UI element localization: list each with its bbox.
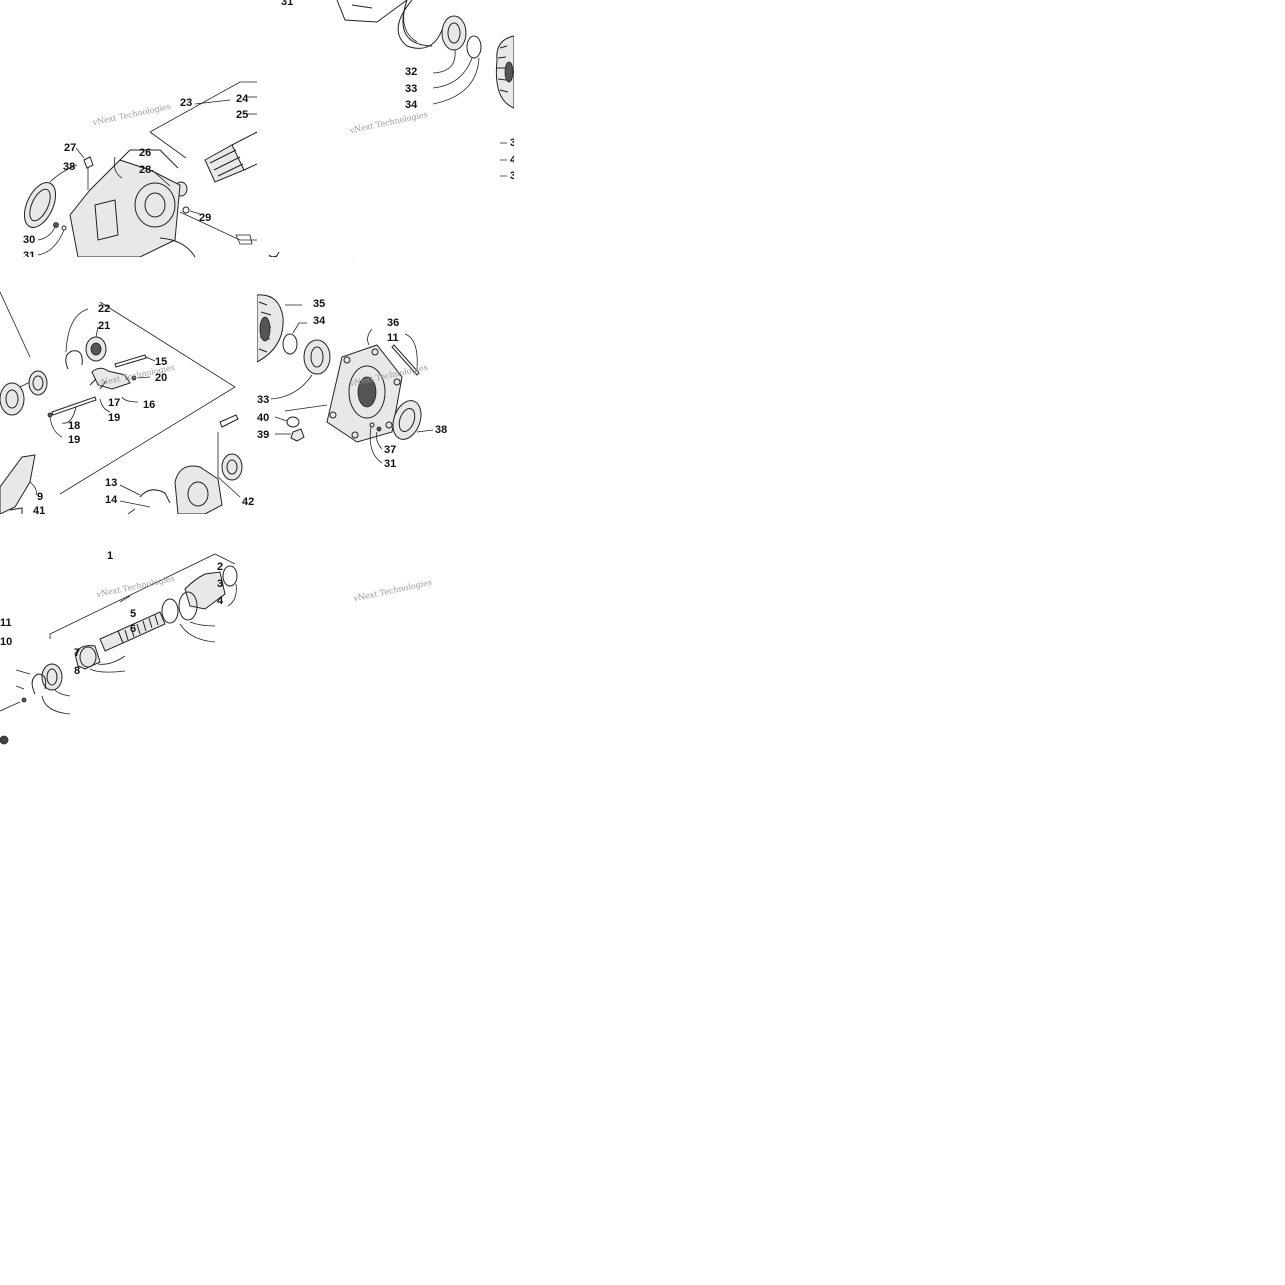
callout-number: 32 (405, 66, 418, 78)
callout-number: 21 (98, 320, 111, 332)
callout-number: 36 (387, 317, 400, 329)
callout-number: 8 (74, 665, 81, 677)
ring-gear-drawing (268, 0, 514, 257)
callout-number: 31 (281, 0, 294, 8)
callout-number: 10 (0, 636, 13, 648)
shift-fork-drawing (0, 291, 243, 514)
callout-number: 17 (108, 397, 121, 409)
callout-number: 5 (130, 608, 137, 620)
callout-number: 9 (37, 491, 44, 503)
callout-number: 25 (236, 109, 249, 121)
callout-number: 23 (180, 97, 193, 109)
callout-number: 42 (242, 496, 255, 508)
input-shaft-drawing (0, 553, 238, 745)
callout-number: 34 (405, 99, 418, 111)
callout-number: 20 (155, 372, 168, 384)
callout-number: 11 (0, 617, 12, 629)
callout-number: 31 (23, 250, 36, 257)
callout-number: 34 (313, 315, 326, 327)
callout-number: 19 (108, 412, 121, 424)
callout-number: 2 (217, 561, 224, 573)
callout-number: 29 (199, 212, 212, 224)
callout-number: 4 (217, 595, 224, 607)
output-cover-drawing (257, 294, 434, 464)
callout-number: 30 (23, 234, 36, 246)
callout-number: 28 (139, 164, 152, 176)
callout-number: 39 (257, 429, 270, 441)
callout-number: 15 (155, 356, 168, 368)
callout-number: 38 (63, 161, 76, 173)
callout-number: 13 (105, 477, 118, 489)
callout-number: 40 (257, 412, 270, 424)
callout-number: 26 (139, 147, 152, 159)
callout-number: 1 (107, 550, 114, 562)
diagram-tile-ring-gear: 3132333434312vNext Technologies (257, 0, 514, 257)
callout-number: 24 (236, 93, 249, 105)
callout-number: 27 (64, 142, 77, 154)
housing-pinion-drawing (23, 81, 257, 257)
diagram-tile-blank: vNext Technologies (257, 514, 514, 771)
callout-number: 3 (510, 170, 514, 182)
callout-number: 14 (105, 494, 118, 506)
callout-number: 3 (510, 137, 514, 149)
callout-number: 19 (68, 434, 81, 446)
callout-number: 31 (384, 458, 397, 470)
callout-number: 16 (143, 399, 156, 411)
callout-number: 11 (387, 332, 399, 344)
callout-number: 33 (405, 83, 418, 95)
callout-number: 18 (68, 420, 81, 432)
watermark-text: vNext Technologies (352, 577, 433, 604)
callout-number: 6 (130, 623, 137, 635)
callout-number: 35 (313, 298, 326, 310)
callout-number: 33 (257, 394, 270, 406)
callout-number: 41 (33, 505, 46, 514)
callout-number: 7 (74, 647, 81, 659)
callout-number: 3 (217, 578, 224, 590)
callout-number: 22 (98, 303, 111, 315)
callout-number: 38 (435, 424, 448, 436)
callout-number: 4 (510, 154, 514, 166)
callout-number: 37 (384, 444, 397, 456)
